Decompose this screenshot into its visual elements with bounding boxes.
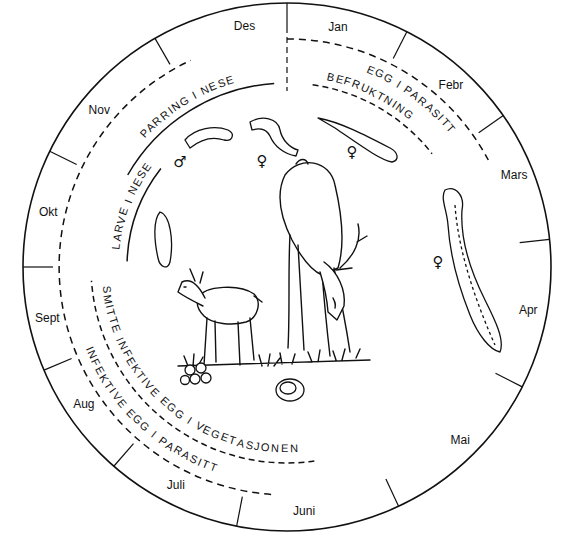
glyph: T [208, 462, 218, 475]
glyph: I [190, 90, 198, 101]
glyph: M [102, 294, 114, 305]
arc-label: EGG I PARASITT [360, 59, 462, 140]
month-tick [44, 358, 72, 370]
month-label: Mai [451, 434, 470, 446]
glyph: S [100, 285, 112, 294]
month-tick [50, 151, 77, 164]
glyph: R [113, 224, 125, 234]
arc-label: PARRING I NESE [134, 70, 241, 145]
glyph: S [245, 439, 254, 451]
month-tick [479, 116, 504, 133]
month-label: Febr [439, 79, 464, 91]
sex-symbol: ♀ [257, 154, 268, 169]
month-label: Juli [167, 479, 185, 491]
glyph: I [394, 79, 402, 90]
month-label: Nov [89, 104, 110, 116]
glyph: L [110, 242, 122, 249]
month-label: Jan [328, 21, 347, 33]
glyph: E [281, 443, 288, 454]
month-tick [393, 32, 407, 59]
arc-label: SMITTE INFEKTIVE EGG I VEGETASJONEN [95, 279, 304, 460]
month-tick [237, 497, 243, 526]
glyph: E [109, 324, 122, 335]
month-tick [286, 27, 287, 91]
month-label: Apr [519, 304, 538, 316]
month-tick [23, 266, 53, 267]
glyph: O [261, 442, 271, 454]
glyph: I [122, 197, 133, 204]
month-tick [114, 444, 134, 467]
month-label: Sept [35, 312, 60, 324]
sex-symbol: ♀ [347, 145, 358, 160]
arc-label: LARVE I NESE [105, 157, 157, 258]
glyph: N [271, 443, 280, 454]
glyph: N [289, 443, 297, 454]
glyph: A [236, 437, 246, 450]
year-circle [23, 3, 551, 531]
month-label: Des [234, 20, 255, 32]
month-tick [386, 479, 399, 506]
reindeer-drawing [178, 160, 370, 367]
glyph: A [111, 233, 123, 242]
glyph: I [185, 415, 193, 426]
month-tick [286, 3, 287, 27]
season-arc [92, 281, 315, 463]
month-tick [520, 239, 550, 242]
arc-label: INFEKTIVE EGG I PARASITT [78, 338, 224, 479]
season-arc [287, 39, 488, 160]
sex-symbol: ♀ [433, 255, 444, 270]
month-tick [155, 38, 170, 64]
glyph: B [326, 71, 336, 83]
glyph: J [254, 441, 261, 453]
month-tick [495, 373, 522, 387]
glyph: I [149, 429, 158, 440]
season-arc [59, 60, 271, 494]
month-label: Aug [73, 398, 94, 410]
season-arcs [23, 3, 550, 526]
parasite-drawings [155, 118, 501, 401]
month-label: Juni [293, 505, 315, 517]
month-label: Okt [39, 206, 58, 218]
month-label: Mars [501, 169, 528, 181]
sex-symbol: ♂ [173, 155, 186, 170]
